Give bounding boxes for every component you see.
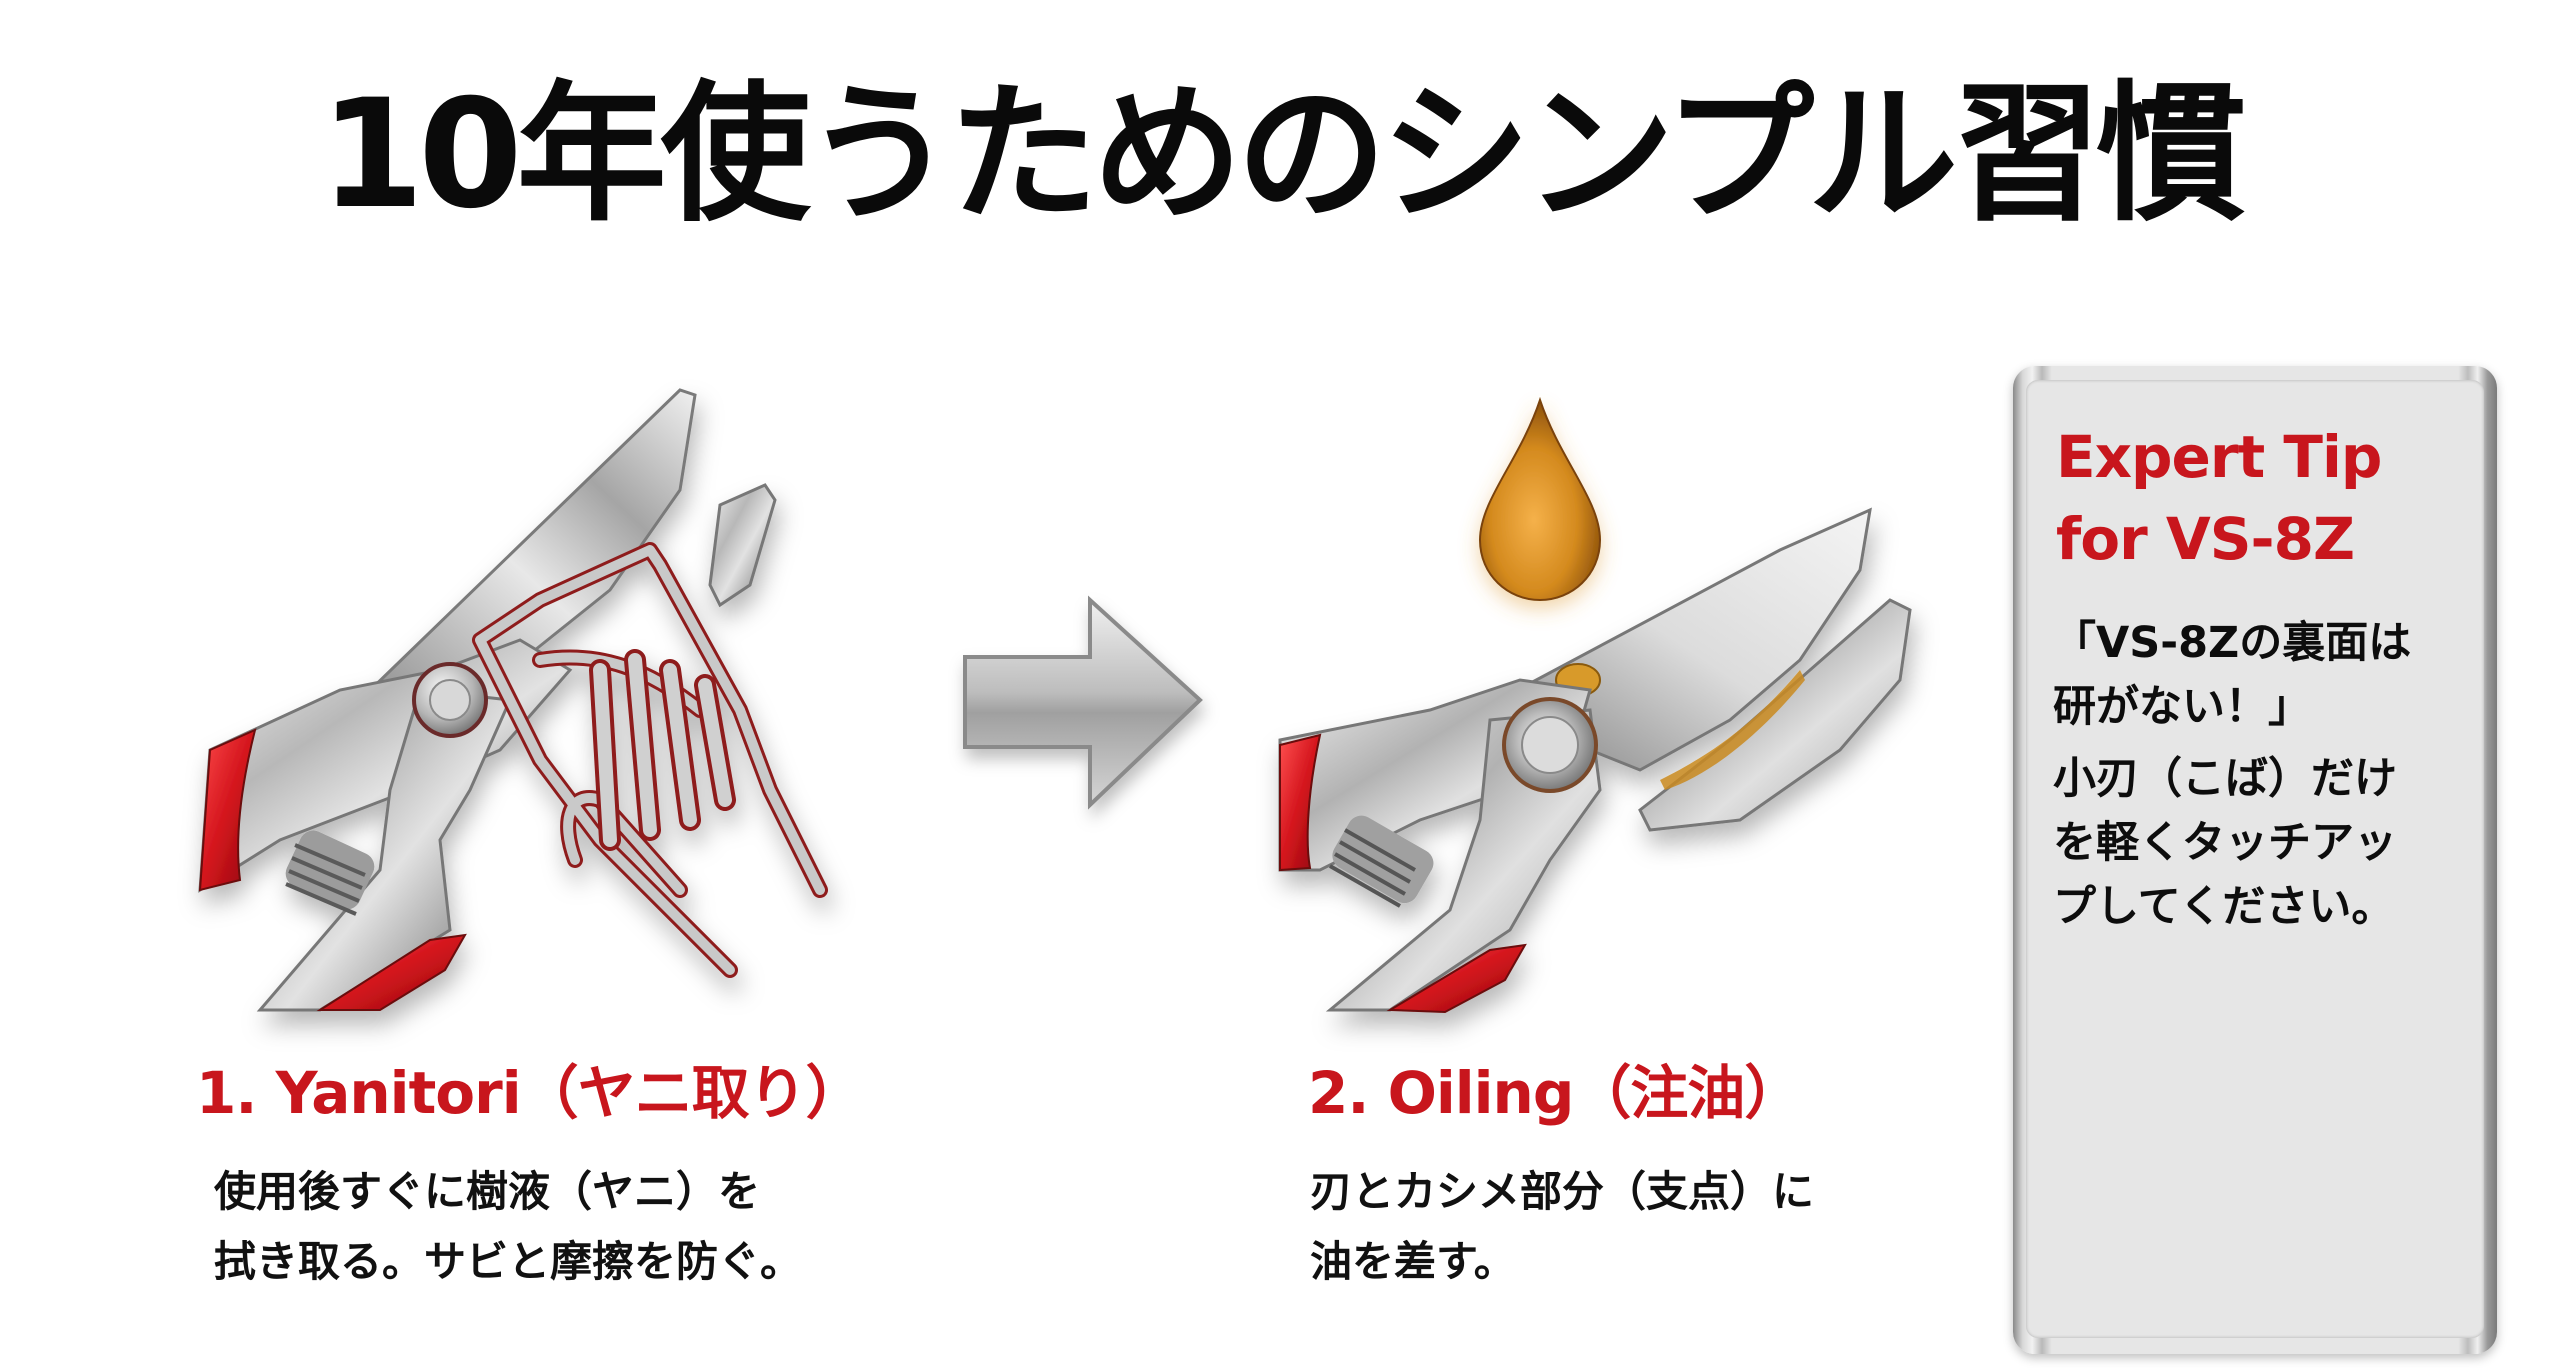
expert-tip-body: 「VS-8Zの裏面は 研がない！」 小刃（こば）だけ を軽くタッチアッ プしてく… (2053, 611, 2411, 939)
pruner-with-wiping-hand-icon (198, 388, 828, 1012)
expert-tip-title: Expert Tip for VS-8Z (2056, 416, 2382, 580)
spring-icon (1329, 815, 1434, 908)
step-1-illustration (180, 370, 960, 1030)
oil-drop-icon (1478, 396, 1602, 602)
expert-tip-panel: Expert Tip for VS-8Z 「VS-8Zの裏面は 研がない！」 小… (2013, 366, 2497, 1354)
expert-tip-title-line: for VS-8Z (2056, 505, 2355, 573)
page-title: 10年使うためのシンプル習慣 (319, 68, 2246, 242)
expert-tip-title-line: Expert Tip (2056, 423, 2382, 491)
step-1-heading: 1. Yanitori（ヤニ取り） (196, 1059, 864, 1127)
expert-tip-body-line: 小刃（こば）だけ (2053, 754, 2397, 804)
step-2-description-line: 油を差す。 (1310, 1237, 1516, 1286)
step-2-description-line: 刃とカシメ部分（支点）に (1310, 1167, 1815, 1216)
spring-icon (285, 830, 375, 916)
step-2-description: 刃とカシメ部分（支点）に 油を差す。 (1310, 1157, 1814, 1297)
step-1-description: 使用後すぐに樹液（ヤニ）を 拭き取る。サビと摩擦を防ぐ。 (214, 1157, 802, 1297)
pruner-with-oil-drop-icon (1278, 396, 1912, 1014)
step-2-heading: 2. Oiling（注油） (1308, 1059, 1802, 1127)
expert-tip-body-line: を軽くタッチアッ (2053, 818, 2397, 868)
step-1-description-line: 使用後すぐに樹液（ヤニ）を (214, 1167, 761, 1216)
expert-tip-panel-inner (2026, 380, 2484, 1338)
expert-tip-quote-line: 「VS-8Zの裏面は (2053, 618, 2412, 668)
step-1-description-line: 拭き取る。サビと摩擦を防ぐ。 (214, 1237, 803, 1286)
expert-tip-quote-line: 研がない！」 (2053, 682, 2311, 732)
arrow-right-icon (955, 595, 1205, 810)
step-2-illustration (1260, 390, 1960, 1020)
expert-tip-body-line: プしてください。 (2053, 882, 2395, 932)
wiping-hand-icon (472, 542, 828, 978)
